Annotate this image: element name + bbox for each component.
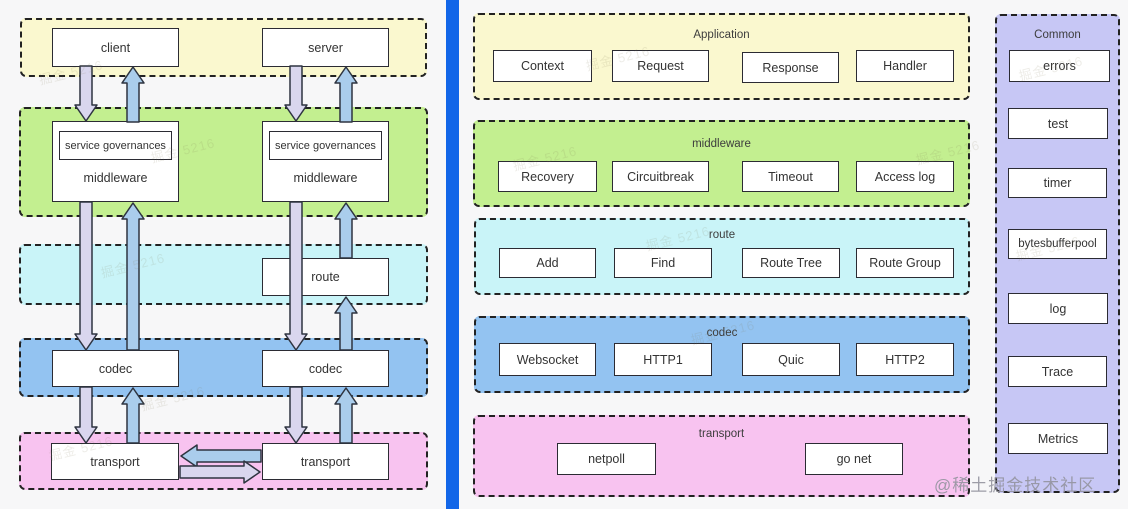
chip-quic-label: Quic [778,352,804,367]
transport-client-box: transport [51,443,179,480]
chip-handler: Handler [856,50,954,82]
chip-route-group-label: Route Group [869,256,941,270]
chip-add-label: Add [536,256,559,270]
chip-find-label: Find [650,256,676,270]
codec-client-box: codec [52,350,179,387]
middleware-server-label: middleware [293,171,358,185]
vertical-divider [446,0,459,509]
site-credit-watermark: @稀土掘金技术社区 [934,476,1097,495]
section-common-title: Common [1034,29,1081,41]
service-governances-box: service governances [269,131,382,160]
server-label: server [308,40,343,55]
route-box: route [262,258,389,296]
route-label: route [311,270,340,284]
middleware-client-label: middleware [83,171,148,185]
service-governances-box: service governances [59,131,172,160]
chip-request: Request [612,50,709,82]
chip-timer-label: timer [1043,176,1072,190]
chip-netpoll: netpoll [557,443,656,475]
chip-websocket-label: Websocket [516,352,579,367]
chip-route-group: Route Group [856,248,954,278]
chip-timer: timer [1008,168,1107,198]
codec-server-box: codec [262,350,389,387]
server-box: server [262,28,389,67]
chip-go-net-label: go net [836,452,872,466]
section-middleware-title: middleware [692,138,751,150]
chip-errors: errors [1009,50,1110,82]
chip-errors-label: errors [1043,59,1076,73]
chip-http2-label: HTTP2 [885,352,925,367]
chip-trace: Trace [1008,356,1107,387]
client-box: client [52,28,179,67]
chip-handler-label: Handler [883,59,927,73]
chip-trace-label: Trace [1041,364,1074,379]
section-transport-title: transport [698,428,745,440]
codec-server-label: codec [308,361,343,376]
chip-timeout: Timeout [742,161,839,192]
section-application-title: Application [693,29,750,41]
chip-circuitbreak-label: Circuitbreak [627,169,694,184]
section-codec-title: codec [706,327,738,339]
transport-server-box: transport [262,443,389,480]
chip-metrics: Metrics [1008,423,1108,454]
middleware-server-box: service governances middleware [262,121,389,202]
transport-server-label: transport [300,454,351,469]
chip-context: Context [493,50,592,82]
chip-netpoll-label: netpoll [588,452,625,466]
chip-response-label: Response [762,60,819,75]
chip-circuitbreak: Circuitbreak [612,161,709,192]
chip-context-label: Context [520,59,565,73]
chip-access-log: Access log [856,161,954,192]
chip-access-log-label: Access log [874,169,936,184]
chip-metrics-label: Metrics [1037,431,1079,446]
chip-recovery: Recovery [498,161,597,192]
middleware-client-box: service governances middleware [52,121,179,202]
chip-test: test [1008,108,1108,139]
codec-client-label: codec [98,361,133,376]
chip-log: log [1008,293,1108,324]
chip-http2: HTTP2 [856,343,954,376]
chip-recovery-label: Recovery [521,169,574,184]
chip-add: Add [499,248,596,278]
chip-route-tree-label: Route Tree [760,256,822,270]
client-label: client [100,40,131,55]
section-route-title: route [708,229,736,241]
chip-http1-label: HTTP1 [643,352,683,367]
chip-websocket: Websocket [499,343,596,376]
chip-http1: HTTP1 [614,343,712,376]
chip-response: Response [742,52,839,83]
chip-log-label: log [1049,301,1067,316]
transport-client-label: transport [90,454,140,469]
chip-quic: Quic [742,343,840,376]
chip-go-net: go net [805,443,903,475]
chip-bytesbufferpool: bytesbufferpool [1008,229,1107,259]
chip-find: Find [614,248,712,278]
chip-timeout-label: Timeout [768,169,813,184]
chip-route-tree: Route Tree [742,248,840,278]
chip-request-label: Request [637,59,684,73]
chip-test-label: test [1047,116,1069,131]
chip-bytesbufferpool-label: bytesbufferpool [1018,238,1097,250]
